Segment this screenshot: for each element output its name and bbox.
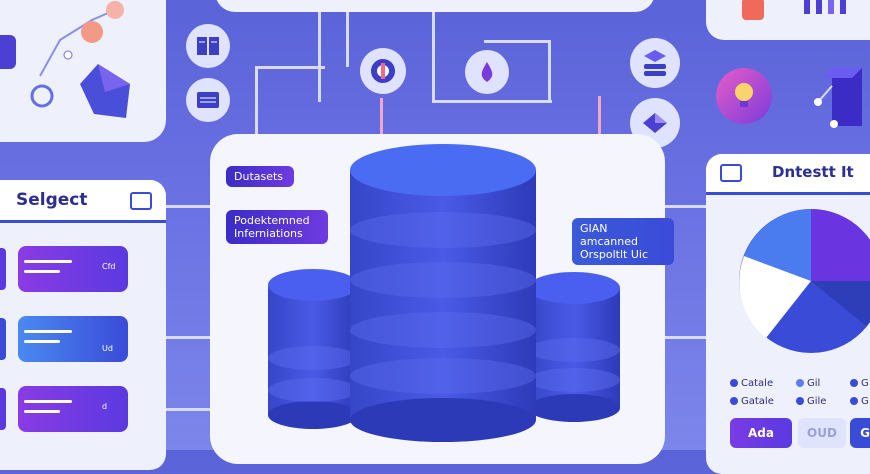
bar-graphic — [742, 0, 846, 20]
drop-icon[interactable] — [465, 50, 509, 94]
tag-predetermined[interactable]: Podektemned Inferniations — [226, 210, 328, 244]
ada-button[interactable]: Ada — [730, 418, 792, 448]
oud-button[interactable]: OUD — [798, 418, 846, 448]
network-cube-icon — [812, 62, 870, 134]
small-db-left — [268, 269, 358, 429]
legend-item: G — [850, 396, 869, 407]
edit-icon[interactable] — [130, 192, 152, 210]
network-illustration — [0, 1, 130, 118]
side-tab-1 — [0, 248, 6, 290]
cube-stack-icon[interactable] — [630, 38, 680, 88]
side-tab-3 — [0, 388, 6, 430]
small-db-right — [528, 272, 620, 422]
pie-chart — [739, 209, 870, 353]
top-center-panel — [215, 0, 655, 12]
book-icon[interactable] — [186, 24, 230, 68]
database-stack — [268, 144, 620, 442]
top-left-panel — [0, 0, 166, 142]
side-tab-2 — [0, 318, 6, 360]
list-row-1[interactable]: Cfd — [18, 246, 128, 292]
row-label: d — [102, 402, 108, 411]
legend-item: Gil — [796, 378, 820, 389]
select-title: Selgect — [16, 190, 88, 210]
row-label: Cfd — [102, 262, 116, 271]
g-button[interactable]: G — [850, 418, 870, 448]
legend-item: G — [850, 378, 869, 389]
top-right-panel — [706, 0, 870, 40]
list-row-3[interactable]: d — [18, 386, 128, 432]
legend-item: Catale — [730, 378, 773, 389]
calendar-icon[interactable] — [720, 164, 742, 182]
globe-icon[interactable] — [360, 48, 406, 94]
tag-output[interactable]: GIAN amcanned Orspoltlt Uic — [572, 218, 674, 265]
row-label: Ud — [102, 344, 113, 353]
list-row-2[interactable]: Ud — [18, 316, 128, 362]
legend-item: Gile — [796, 396, 826, 407]
detect-title: Dntestt It — [772, 163, 854, 181]
legend-item: Gatale — [730, 396, 774, 407]
main-db — [350, 144, 536, 442]
lightbulb-icon[interactable] — [716, 68, 772, 124]
server-rack-icon[interactable] — [186, 78, 230, 122]
tag-datasets[interactable]: Dutasets — [226, 166, 294, 187]
